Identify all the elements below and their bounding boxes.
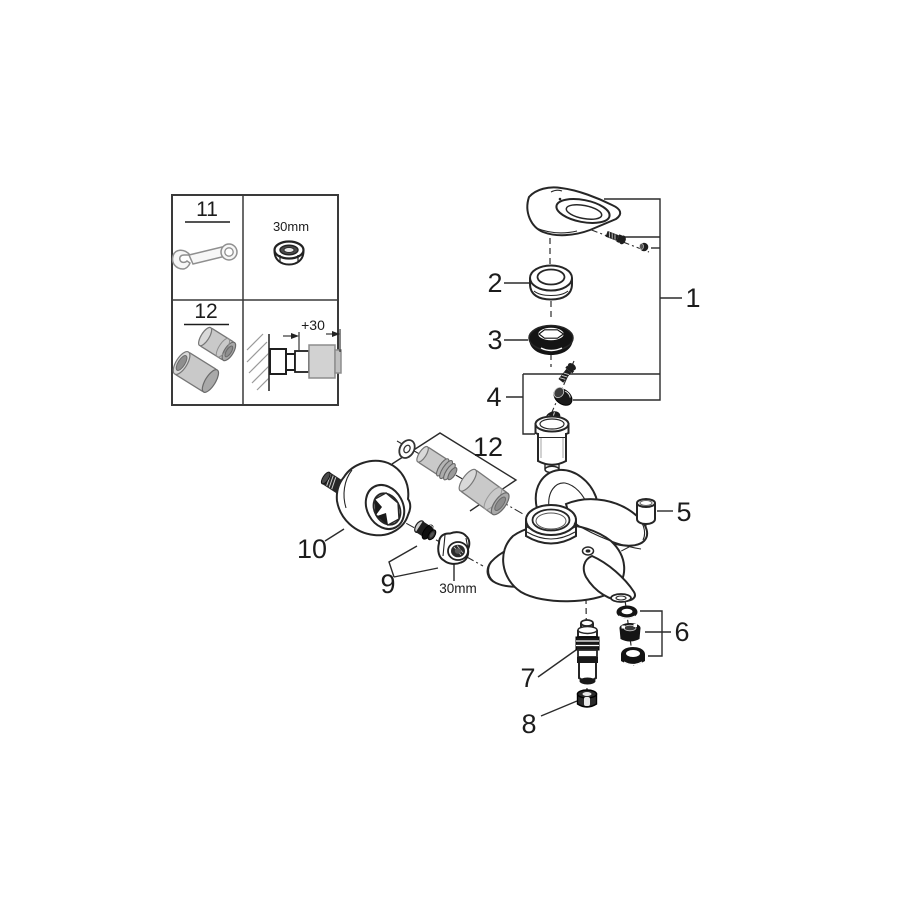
callout-3: 3 bbox=[487, 325, 502, 355]
callout-labels: 1 2 3 4 5 6 7 8 9 10 12 30mm bbox=[297, 268, 701, 739]
callout-2: 2 bbox=[487, 268, 502, 298]
check-valve-nut-part bbox=[576, 689, 598, 708]
cartridge-screw-part bbox=[558, 363, 576, 383]
union-nut-30mm-part bbox=[437, 531, 471, 565]
faucet-body-part bbox=[486, 468, 649, 603]
callout-1: 1 bbox=[685, 283, 700, 313]
aerator-rings-part bbox=[616, 605, 645, 666]
nut-30mm-icon bbox=[273, 240, 305, 266]
lever-handle-part bbox=[526, 186, 622, 237]
callout-6: 6 bbox=[674, 617, 689, 647]
extension-dimension-label: +30 bbox=[301, 317, 325, 333]
cap-ring-part bbox=[529, 264, 573, 301]
escutcheon-part bbox=[320, 459, 412, 537]
callout-9: 9 bbox=[380, 569, 395, 599]
legend-box: 11 30mm 12 bbox=[171, 194, 342, 406]
nut-size-annotation: 30mm bbox=[439, 581, 477, 596]
callout-12: 12 bbox=[473, 432, 503, 462]
callout-4: 4 bbox=[486, 382, 501, 412]
legend-item-12-number: 12 bbox=[194, 300, 217, 323]
legend-nut-size-label: 30mm bbox=[273, 219, 309, 234]
adapter-set-part bbox=[398, 439, 510, 516]
handle-screw-cap-part bbox=[639, 242, 649, 252]
open-end-wrench-icon bbox=[171, 243, 238, 270]
legend-item-11-number: 11 bbox=[196, 198, 218, 221]
callout-8: 8 bbox=[521, 709, 536, 739]
callout-10: 10 bbox=[297, 534, 327, 564]
socket-adapter-icon bbox=[172, 326, 237, 393]
diverter-cartridge-part bbox=[575, 619, 600, 685]
wall-extension-icon: +30 bbox=[246, 317, 342, 391]
callout-5: 5 bbox=[676, 497, 691, 527]
handle-screw-part bbox=[605, 230, 626, 245]
plug-cap-part bbox=[636, 498, 656, 526]
joint-adapter-part bbox=[553, 386, 573, 406]
filter-seal-part bbox=[414, 520, 437, 541]
mounting-ring-part bbox=[528, 324, 574, 355]
cartridge-part bbox=[534, 411, 570, 474]
callout-7: 7 bbox=[520, 663, 535, 693]
